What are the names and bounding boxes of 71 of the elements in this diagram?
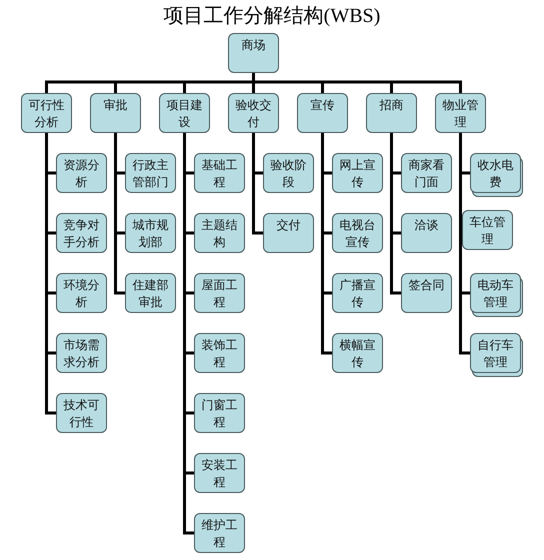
box-label: 商场 (242, 37, 266, 54)
box-label: 装饰工程 (200, 337, 238, 371)
box-label: 审批 (104, 97, 128, 114)
wbs-box (332, 273, 383, 313)
box-label: 基础工程 (200, 157, 238, 191)
box-label: 横幅宣传 (338, 337, 376, 371)
wbs-box (194, 393, 245, 433)
box-label: 商家看门面 (408, 157, 446, 191)
box-label: 城市规划部 (132, 217, 170, 251)
wbs-box (194, 213, 245, 253)
wbs-box (125, 153, 176, 193)
wbs-box (194, 333, 245, 373)
box-label: 住建部审批 (132, 277, 170, 311)
wbs-box (194, 513, 245, 553)
diagram-title: 项目工作分解结构(WBS) (162, 4, 382, 29)
box-label: 签合同 (408, 277, 444, 294)
box-label: 市场需求分析 (62, 337, 100, 371)
wbs-box (435, 93, 486, 133)
wbs-box (401, 273, 452, 313)
wbs-box (401, 213, 452, 253)
wbs-box (366, 93, 417, 133)
wbs-box (56, 213, 107, 253)
wbs-box (21, 93, 72, 133)
wbs-box (228, 93, 279, 133)
wbs-box (332, 153, 383, 193)
wbs-box (297, 93, 348, 133)
wbs-box (228, 33, 279, 73)
wbs-box (125, 213, 176, 253)
connector-line (45, 133, 56, 414)
wbs-box (332, 213, 383, 253)
box-label: 行政主管部门 (132, 157, 170, 191)
box-label: 主题结构 (200, 217, 238, 251)
box-label: 宣传 (310, 97, 334, 114)
box-label: 交付 (276, 217, 300, 234)
box-label: 洽谈 (414, 217, 438, 234)
box-label: 门窗工程 (200, 397, 238, 431)
wbs-box (56, 333, 107, 373)
wbs-box (56, 273, 107, 313)
box-label: 技术可行性 (62, 397, 100, 431)
box-label: 竞争对手分析 (62, 217, 100, 251)
wbs-box (401, 153, 452, 193)
box-label: 验收交付 (234, 97, 272, 131)
wbs-box (332, 333, 383, 373)
wbs-box (194, 153, 245, 193)
box-label: 电视台宣传 (338, 217, 376, 251)
wbs-box (263, 213, 314, 253)
wbs-box (90, 93, 141, 133)
box-label: 安装工程 (200, 457, 238, 491)
wbs-box (56, 393, 107, 433)
box-label: 维护工程 (200, 517, 238, 551)
wbs-box (194, 273, 245, 313)
box-label: 网上宣传 (338, 157, 376, 191)
box-label: 广播宣传 (338, 277, 376, 311)
box-label: 自行车管理 (476, 337, 514, 371)
box-label: 屋面工程 (200, 277, 238, 311)
wbs-box (125, 273, 176, 313)
wbs-box (194, 453, 245, 493)
wbs-box (56, 153, 107, 193)
box-label: 项目建设 (166, 97, 204, 131)
box-label: 资源分析 (62, 157, 100, 191)
box-label: 验收阶段 (270, 157, 308, 191)
box-label: 物业管理 (442, 97, 480, 131)
wbs-box (159, 93, 210, 133)
box-label: 可行性分析 (28, 97, 66, 131)
box-label: 车位管理 (468, 214, 506, 248)
wbs-box (263, 153, 314, 193)
wbs-box (462, 210, 513, 250)
box-label: 招商 (380, 97, 404, 114)
box-label: 电动车管理 (476, 277, 514, 311)
box-label: 环境分析 (62, 277, 100, 311)
box-label: 收水电费 (476, 157, 514, 191)
